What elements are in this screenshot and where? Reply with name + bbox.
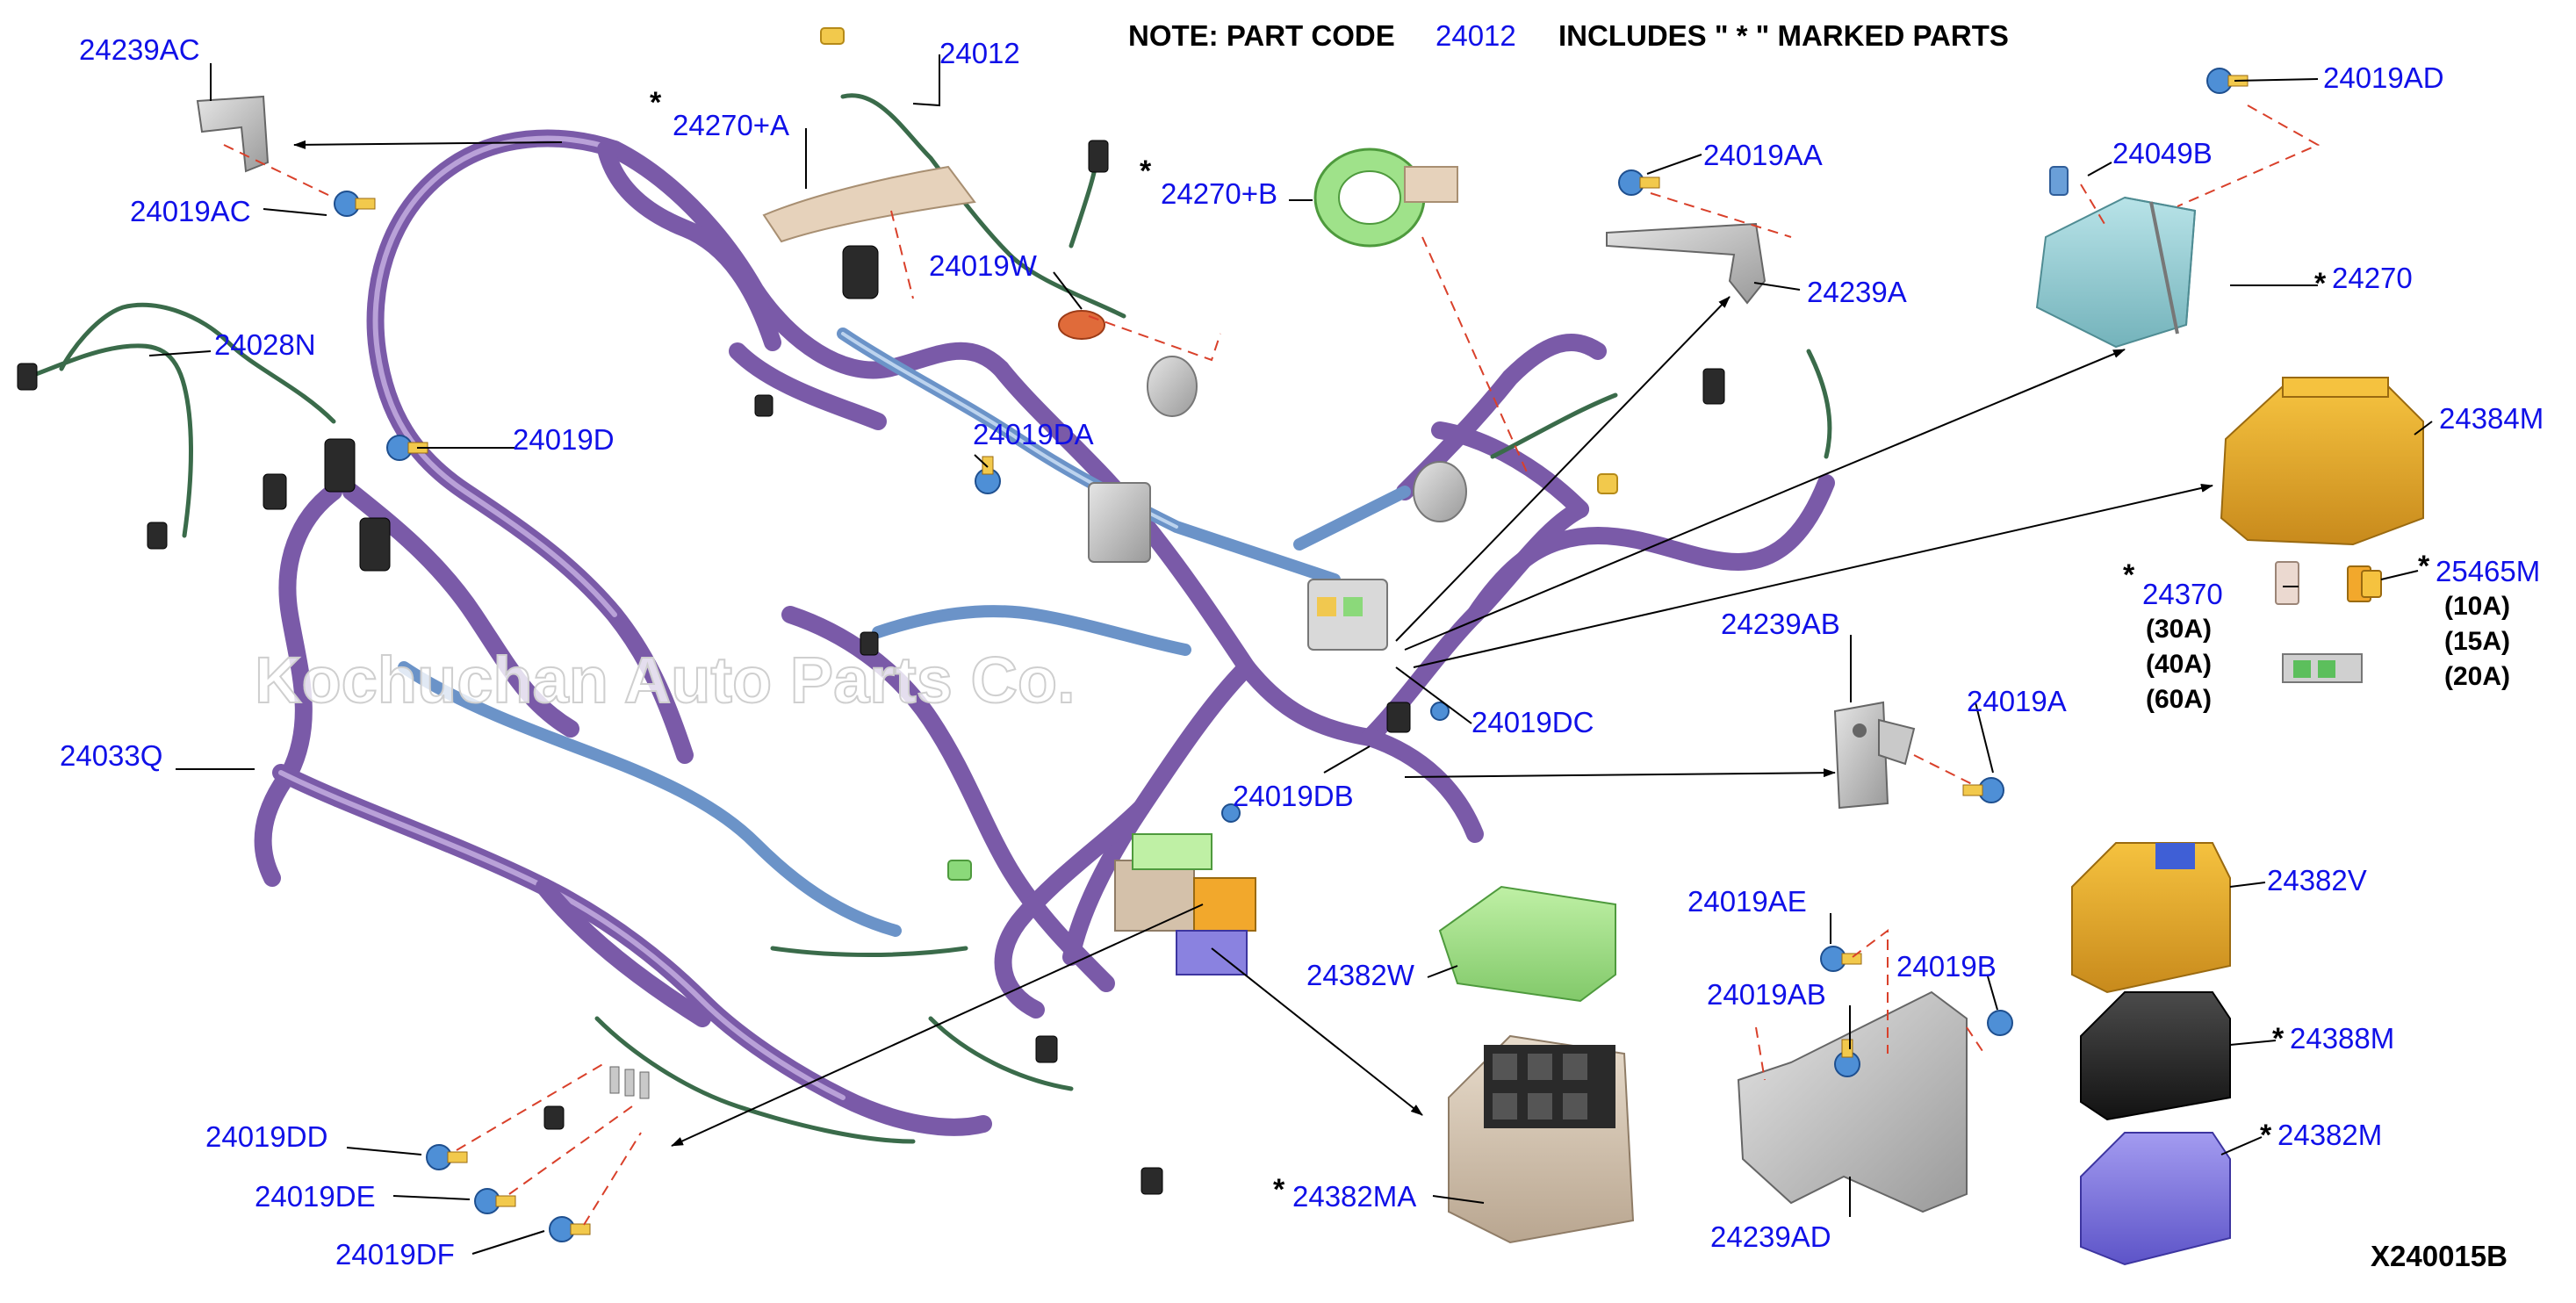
label-24019b: 24019B	[1896, 950, 1997, 983]
star-25465m: *	[2418, 550, 2430, 583]
label-24239ac: 24239AC	[79, 33, 200, 66]
dashed-guides	[223, 104, 2321, 1226]
harness-illustration	[17, 27, 1835, 1195]
bracket-24239a	[1606, 222, 1767, 305]
label-24019dc: 24019DC	[1471, 706, 1594, 738]
label-24019db: 24019DB	[1233, 780, 1354, 812]
star-24370: *	[2123, 558, 2135, 592]
fuse-24370	[2275, 561, 2299, 605]
star-24382m: *	[2260, 1119, 2272, 1152]
star-24388m: *	[2272, 1022, 2285, 1055]
label-24384m: 24384M	[2439, 402, 2544, 435]
note-suffix: INCLUDES " * " MARKED PARTS	[1558, 19, 2009, 52]
label-24019aa: 24019AA	[1703, 139, 1823, 171]
label-24019ab: 24019AB	[1707, 978, 1826, 1011]
label-24270a: 24270+A	[673, 109, 789, 141]
label-24033q: 24033Q	[60, 739, 162, 772]
relay-cluster	[2282, 653, 2363, 683]
terminal-set	[609, 1066, 650, 1099]
label-24019d: 24019D	[513, 423, 615, 456]
callout-arrows	[293, 140, 2213, 1147]
bolts	[334, 68, 2249, 1242]
base-24382m	[2080, 1132, 2231, 1266]
star-24270b: *	[1140, 155, 1152, 188]
cover-24382w	[1438, 885, 1616, 1003]
amp-24370-2: (60A)	[2146, 685, 2212, 714]
label-24382v: 24382V	[2267, 864, 2367, 896]
label-24019ac: 24019AC	[130, 195, 251, 227]
star-24382ma: *	[1273, 1173, 1285, 1206]
amp-24370-1: (40A)	[2146, 650, 2212, 679]
amp-25465m-2: (20A)	[2444, 662, 2510, 691]
note-prefix: NOTE: PART CODE	[1128, 19, 1395, 52]
label-24370: 24370	[2142, 578, 2223, 610]
fuse-25465m	[2347, 565, 2382, 602]
label-24019df: 24019DF	[335, 1238, 455, 1271]
bracket-24239ad	[1737, 990, 1968, 1213]
label-24239ab: 24239AB	[1721, 608, 1840, 640]
relay-box-24270	[2035, 166, 2197, 349]
label-24028n: 24028N	[214, 328, 316, 361]
label-24012: 24012	[939, 37, 1020, 69]
fuse-block-24384m	[2220, 377, 2424, 546]
amp-25465m-0: (10A)	[2444, 592, 2510, 621]
bracket-24239ac	[196, 95, 270, 173]
label-24239ad: 24239AD	[1710, 1220, 1831, 1253]
note-header: NOTE: PART CODE 24012 INCLUDES " * " MAR…	[1128, 19, 2009, 52]
cover-24388m	[2080, 991, 2231, 1121]
label-24019ad: 24019AD	[2323, 61, 2444, 94]
label-24019ae: 24019AE	[1687, 885, 1807, 918]
amp-25465m-1: (15A)	[2444, 627, 2510, 656]
diagram-code: X240015B	[2371, 1240, 2508, 1272]
bracket-24239ab	[1833, 701, 1916, 810]
label-24270b: 24270+B	[1161, 177, 1277, 210]
label-24388m: 24388M	[2290, 1022, 2394, 1055]
label-24382ma: 24382MA	[1292, 1180, 1416, 1213]
ring-24270b	[1313, 148, 1458, 248]
label-24382m: 24382M	[2277, 1119, 2382, 1151]
label-24270: 24270	[2332, 262, 2413, 294]
label-24019de: 24019DE	[255, 1180, 376, 1213]
part-labels: 24239AC 24019AC * 24270+A 24012 * 24270+…	[60, 33, 2544, 1272]
cover-24382v	[2071, 842, 2231, 994]
label-24019a: 24019A	[1967, 685, 2067, 717]
block-24382ma	[1448, 1034, 1635, 1244]
grommet-24019w	[1058, 310, 1105, 340]
label-24382w: 24382W	[1306, 959, 1415, 991]
star-24270: *	[2314, 267, 2327, 300]
cover-24270a	[762, 165, 976, 243]
harness-fuse-box	[1114, 833, 1256, 975]
watermark: Kochuchan Auto Parts Co.	[255, 644, 1076, 716]
label-24019w: 24019W	[929, 249, 1038, 282]
leader-lines	[148, 54, 2433, 1255]
label-25465m: 25465M	[2436, 555, 2540, 587]
amp-24370-0: (30A)	[2146, 615, 2212, 644]
label-24019dd: 24019DD	[205, 1120, 327, 1153]
star-24270a: *	[650, 86, 662, 119]
label-24019da: 24019DA	[973, 418, 1094, 450]
label-24049b: 24049B	[2112, 137, 2213, 169]
note-part-code: 24012	[1436, 19, 1516, 52]
label-24239a: 24239A	[1807, 276, 1907, 308]
